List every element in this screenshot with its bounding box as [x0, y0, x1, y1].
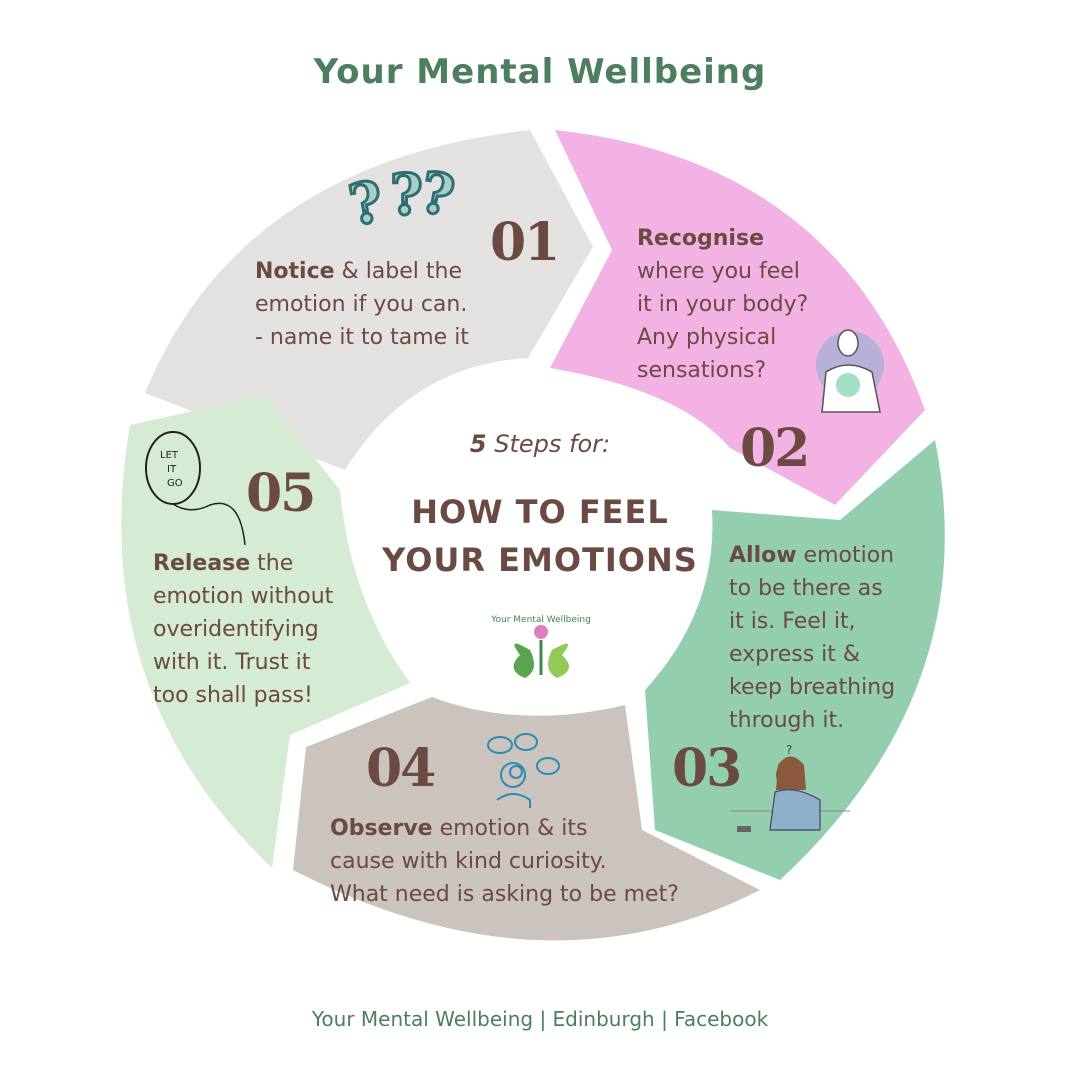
step-line: emotion	[796, 543, 895, 568]
step-keyword: Notice	[255, 259, 335, 284]
step-text-02: Recognise where you feel it in your body…	[637, 222, 837, 387]
step-line: emotion without	[153, 584, 334, 609]
page-title: Your Mental Wellbeing	[313, 52, 767, 92]
center-title-line-2: YOUR EMOTIONS	[382, 541, 698, 579]
step-line: too shall pass!	[153, 683, 313, 708]
question-marks-icon: ? ? ?	[343, 158, 461, 241]
step-line: emotion & its	[432, 816, 588, 841]
sad-person-icon: ?	[730, 743, 850, 832]
step-line: through it.	[729, 708, 845, 733]
step-line: the	[250, 551, 294, 576]
logo-text: Your Mental Wellbeing	[490, 615, 591, 625]
step-line: & label the	[334, 259, 462, 284]
step-line: Any physical	[637, 325, 777, 350]
step-line: with it. Trust it	[153, 650, 311, 675]
center-title-line-1: HOW TO FEEL	[411, 493, 669, 531]
step-keyword: Allow	[729, 543, 797, 568]
segment-05	[121, 395, 410, 868]
step-line: sensations?	[637, 358, 767, 383]
step-line: express it &	[729, 642, 861, 667]
step-line: where you feel	[637, 259, 800, 284]
step-text-04: Observe emotion & its cause with kind cu…	[330, 812, 730, 911]
step-keyword: Recognise	[637, 226, 764, 251]
step-line: it is. Feel it,	[729, 609, 856, 634]
step-line: emotion if you can.	[255, 292, 468, 317]
balloon-text-2: IT	[167, 464, 177, 475]
step-number-01: 01	[490, 212, 560, 273]
balloon-text-1: LET	[160, 450, 179, 461]
center-title: HOW TO FEEL YOUR EMOTIONS	[360, 488, 720, 584]
center-logo: Your Mental Wellbeing	[490, 615, 591, 678]
step-line: - name it to tame it	[255, 325, 469, 350]
step-text-01: Notice & label the emotion if you can. -…	[255, 255, 505, 354]
step-number-02: 02	[740, 418, 810, 479]
step-number-04: 04	[366, 738, 436, 799]
step-line: keep breathing	[729, 675, 896, 700]
step-line: to be there as	[729, 576, 883, 601]
step-number-05: 05	[246, 463, 316, 524]
body-sensation-icon	[816, 329, 884, 413]
footer-text: Your Mental Wellbeing | Edinburgh | Face…	[311, 1007, 769, 1031]
segment-01	[145, 130, 593, 470]
svg-text:?: ?	[786, 743, 792, 757]
step-line: it in your body?	[637, 292, 809, 317]
balloon-text-3: GO	[167, 478, 183, 489]
step-line: What need is asking to be met?	[330, 882, 679, 907]
step-text-05: Release the emotion without overidentify…	[153, 547, 363, 712]
step-number-03: 03	[672, 738, 742, 799]
step-keyword: Observe	[330, 816, 433, 841]
steps-count: 5	[469, 430, 487, 458]
step-line: cause with kind curiosity.	[330, 849, 607, 874]
steps-for-text: Steps for:	[486, 430, 611, 458]
thinking-person-icon	[487, 733, 560, 808]
segment-04	[293, 697, 760, 941]
segment-03	[645, 440, 945, 880]
center-subtitle: 5 Steps for:	[390, 430, 690, 458]
step-keyword: Release	[153, 551, 251, 576]
balloon-icon: LET IT GO	[145, 431, 246, 546]
svg-text:?: ?	[390, 162, 423, 228]
step-line: overidentifying	[153, 617, 319, 642]
step-text-03: Allow emotion to be there as it is. Feel…	[729, 539, 929, 737]
